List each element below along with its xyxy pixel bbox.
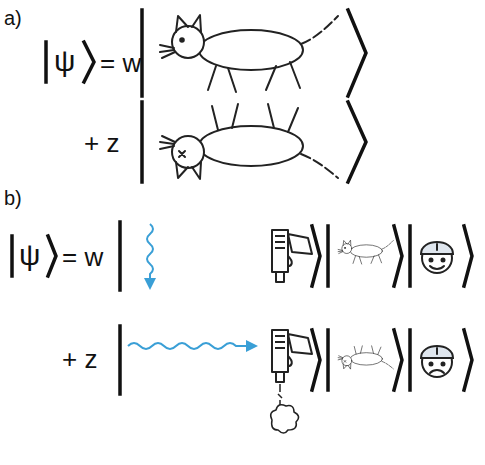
amplitude-term: + z bbox=[84, 130, 119, 156]
alive-cat-small bbox=[338, 240, 393, 264]
photon-wave bbox=[128, 343, 248, 349]
dead-cat bbox=[160, 104, 338, 179]
sad-observer bbox=[421, 346, 453, 377]
photon-arrowhead bbox=[144, 278, 156, 290]
pistol-icon bbox=[272, 230, 312, 282]
happy-observer bbox=[421, 242, 453, 273]
photon-arrowhead bbox=[246, 340, 258, 352]
amplitude-term: + z bbox=[62, 346, 97, 372]
dead-cat-small bbox=[338, 346, 393, 369]
amplitude-term: = w bbox=[62, 244, 103, 270]
amplitude-term: = w bbox=[100, 50, 141, 76]
pistol-icon bbox=[272, 330, 312, 382]
state-symbol: ψ bbox=[54, 46, 75, 76]
photon-wave bbox=[147, 224, 153, 282]
panel-letter: a) bbox=[4, 8, 22, 28]
panel-letter: b) bbox=[4, 188, 22, 208]
alive-cat bbox=[160, 15, 338, 92]
muzzle-flash bbox=[271, 405, 299, 433]
state-symbol: ψ bbox=[19, 240, 40, 270]
ket-brackets bbox=[12, 10, 472, 394]
